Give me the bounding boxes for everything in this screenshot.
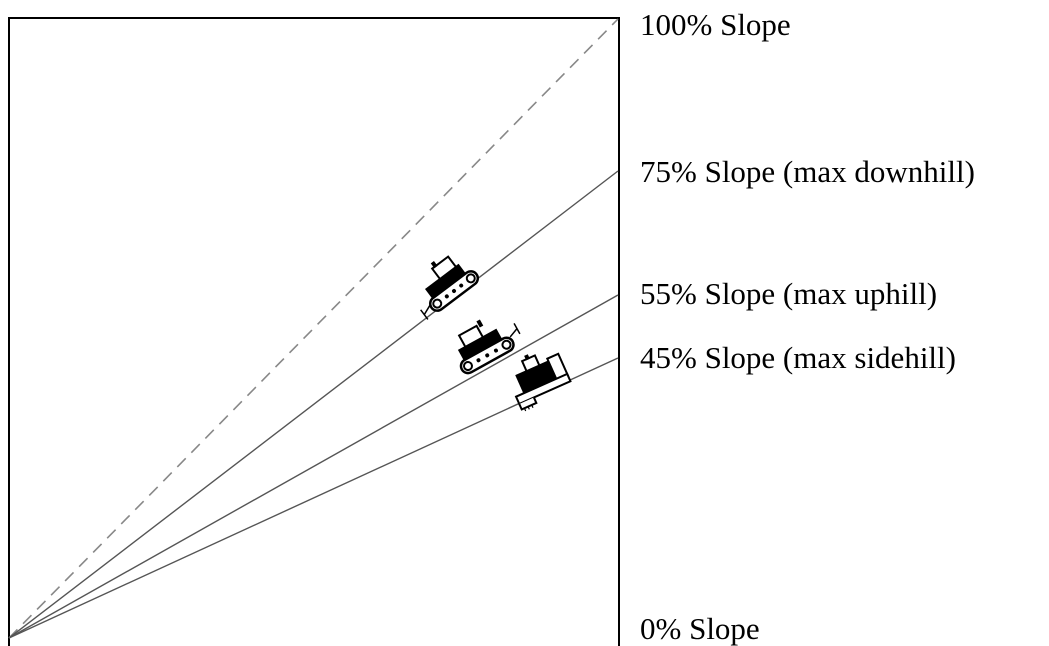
label-slope-100: 100% Slope xyxy=(640,7,791,42)
slope-line-45 xyxy=(8,357,619,639)
label-slope-55: 55% Slope (max uphill) xyxy=(640,276,937,311)
label-slope-45: 45% Slope (max sidehill) xyxy=(640,340,956,375)
slope-line-55 xyxy=(8,294,619,639)
label-slope-75: 75% Slope (max downhill) xyxy=(640,154,975,189)
slope-line-100 xyxy=(8,18,619,639)
bulldozer-uphill-icon xyxy=(457,319,521,375)
slope-line-75 xyxy=(8,170,619,639)
bulldozer-sidehill-icon xyxy=(514,352,572,412)
bulldozer-downhill-icon xyxy=(420,255,480,320)
label-slope-0: 0% Slope xyxy=(640,611,760,646)
diagram-frame xyxy=(8,17,620,646)
